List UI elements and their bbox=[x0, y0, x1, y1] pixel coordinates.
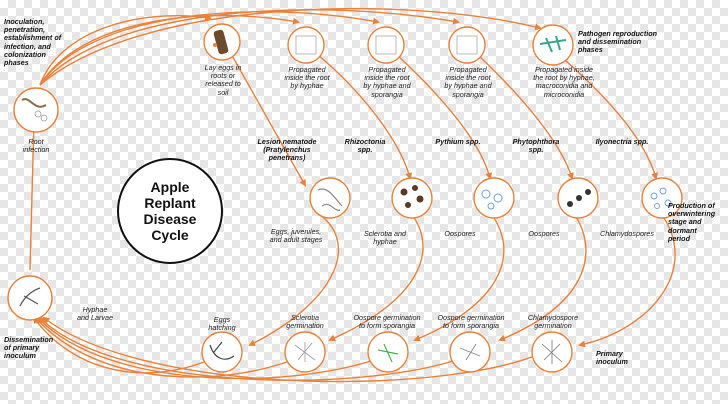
circle-dissemination bbox=[7, 275, 53, 321]
label-sclerotia-germ: Sclerotia germination bbox=[286, 313, 324, 331]
label-overwintering: Production of overwintering stage and do… bbox=[668, 201, 716, 243]
label-eggs-hatching: Eggs hatching bbox=[208, 315, 236, 333]
label-root-infection: Root infection bbox=[22, 137, 50, 155]
label-primary-inoculum: Primary inoculum bbox=[596, 349, 628, 367]
label-oospores-2: Oospores bbox=[528, 229, 560, 238]
label-pythium: Pythium spp. bbox=[435, 137, 481, 146]
label-oospore-germ-2: Oospore germination to form sporangia bbox=[437, 313, 505, 331]
label-lesion-nematode: Lesion nematode (Pratylenchus penetrans) bbox=[257, 137, 317, 163]
root-infection-icon bbox=[21, 98, 47, 108]
label-chlamydospores: Chlamydospores bbox=[600, 229, 654, 238]
oospore-icon-1 bbox=[481, 189, 503, 210]
label-prop-hyphae: Propagated inside the root by hyphae bbox=[284, 65, 330, 91]
label-oospores-1: Oospores bbox=[444, 229, 476, 238]
label-sclerotia-hyphae: Sclerotia and hyphae bbox=[364, 229, 406, 247]
label-prop-macro: Propagated inside the root by hyphae, ma… bbox=[533, 65, 595, 99]
cycle-arrows bbox=[29, 7, 676, 383]
macroconidia-icon bbox=[539, 35, 567, 53]
center-title: Apple Replant Disease Cycle bbox=[117, 158, 223, 264]
chlamydospore-germ-icon bbox=[541, 340, 563, 364]
hyphae-larvae-icon bbox=[19, 287, 41, 307]
label-pathogen-repro: Pathogen reproduction and dissemination … bbox=[578, 29, 658, 55]
pictograms bbox=[19, 29, 672, 364]
oospore-icon-2 bbox=[567, 189, 591, 207]
circle-pathogen-repro bbox=[532, 24, 574, 66]
oospore-germ-icon-1 bbox=[377, 343, 399, 363]
circle-hyphae bbox=[287, 26, 325, 64]
label-chlamydospore-germ: Chlamydospore germination bbox=[527, 313, 579, 331]
arrow-root-to-top bbox=[39, 13, 212, 86]
nematode-icon bbox=[317, 188, 343, 211]
label-ilyonectria: Ilyonectria spp. bbox=[595, 137, 649, 146]
label-rhizoctonia: Rhizoctonia spp. bbox=[344, 137, 386, 155]
circle-rhizoctonia bbox=[391, 177, 433, 219]
sporangia-tissue-icon-1 bbox=[375, 35, 397, 55]
label-phytophthora: Phytophthora spp. bbox=[512, 137, 560, 155]
label-dissemination: Dissemination of primary inoculum bbox=[4, 335, 54, 361]
sclerotia-germ-icon bbox=[294, 342, 316, 362]
circle-hyphae-sporangia-2 bbox=[448, 26, 486, 64]
sclerotia-icon bbox=[400, 185, 424, 208]
label-hyphae-larvae: Hyphae and Larvae bbox=[77, 305, 113, 323]
label-prop-sporangia-2: Propagated inside the root by hyphae and… bbox=[444, 65, 492, 99]
root-eggs-icon bbox=[213, 29, 229, 55]
label-prop-sporangia-1: Propagated inside the root by hyphae and… bbox=[363, 65, 411, 99]
circle-root-infection bbox=[13, 87, 59, 133]
label-oospore-germ-1: Oospore germination to form sporangia bbox=[353, 313, 421, 331]
circle-ilyonectria bbox=[641, 177, 683, 219]
label-lay-eggs: Lay eggs in roots or released to soil bbox=[204, 63, 242, 97]
hyphae-tissue-icon bbox=[295, 35, 317, 55]
circle-nematode bbox=[309, 177, 351, 219]
label-eggs-juveniles: Eggs, juveniles, and adult stages bbox=[269, 227, 323, 245]
chlamydospore-icon bbox=[650, 187, 672, 209]
oospore-germ-icon-2 bbox=[459, 343, 481, 361]
circle-eggs-hatching bbox=[201, 331, 243, 373]
sporangia-tissue-icon-2 bbox=[456, 35, 478, 55]
eggs-hatching-icon bbox=[209, 341, 235, 360]
circle-hyphae-sporangia-1 bbox=[367, 26, 405, 64]
label-inoculation: Inoculation, penetration, establishment … bbox=[4, 17, 62, 68]
